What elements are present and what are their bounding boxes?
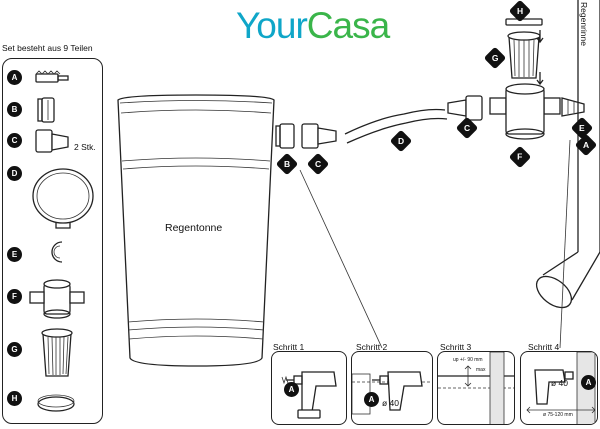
step-2-panel: A ø 40: [351, 351, 433, 425]
step-1-badge: A: [284, 382, 299, 397]
part-badge-g: G: [7, 342, 22, 357]
step-2-badge: A: [364, 392, 379, 407]
drill-icon: [281, 371, 337, 419]
hole-saw-icon: [35, 70, 69, 83]
part-badge-e: E: [7, 247, 22, 262]
step-3-panel: up +/- 90 mm max: [437, 351, 515, 425]
hose-adapter-left: [301, 123, 337, 149]
clip-icon: [51, 241, 63, 263]
part-badge-h: H: [7, 391, 22, 406]
part-badge-c: C: [7, 133, 22, 148]
parts-panel: [2, 58, 103, 424]
drill-on-barrel-icon: [352, 371, 432, 415]
parts-drawings: [29, 70, 94, 412]
step-1-title: Schritt 1: [273, 342, 305, 352]
lid-installed: [505, 18, 543, 26]
seal-ring-installed: [275, 123, 295, 149]
barrel-label: Regentonne: [165, 222, 223, 234]
hose-icon: [32, 168, 94, 229]
brand-part-your: Your: [236, 5, 307, 46]
lid-icon: [37, 394, 75, 412]
rain-barrel: [117, 94, 275, 367]
gutter-label: Regenrinne: [579, 2, 589, 46]
brand-part-casa: Casa: [307, 5, 391, 46]
step-4-diameter: ø 40: [551, 378, 569, 388]
clip-installed: [561, 97, 585, 117]
part-badge-a: A: [7, 70, 22, 85]
step-2-title: Schritt 2: [356, 342, 388, 352]
seal-ring-icon: [37, 97, 55, 123]
step-4-range-note: ø 75-120 mm: [543, 412, 573, 418]
arrow-down-icon: [536, 72, 544, 86]
hose-height-icon: [438, 352, 514, 424]
part-badge-f: F: [7, 289, 22, 304]
svg-text:YourCasa: YourCasa: [236, 5, 391, 46]
filter-basket-icon: [41, 328, 73, 377]
arrow-down-icon: [536, 30, 544, 44]
step-3-up-note: up +/- 90 mm: [453, 357, 483, 363]
hose-installed: [344, 108, 448, 144]
guide-line: [299, 169, 383, 349]
part-c-count: 2 Stk.: [74, 142, 96, 152]
step-4-title: Schritt 4: [528, 342, 560, 352]
step-4-badge: A: [581, 375, 596, 390]
hose-adapter-right: [447, 95, 483, 121]
part-badge-d: D: [7, 166, 22, 181]
part-badge-b: B: [7, 102, 22, 117]
brand-logo: YourCasa: [236, 5, 392, 46]
guide-line: [559, 139, 571, 349]
step-3-max-note: max: [476, 367, 486, 373]
step-3-title: Schritt 3: [440, 342, 472, 352]
downpipe: [535, 0, 600, 309]
filter-housing-icon: [29, 279, 85, 319]
step-2-diameter: ø 40: [382, 398, 400, 408]
hose-adapter-icon: [35, 129, 69, 153]
step-1-panel: A: [271, 351, 347, 425]
filter-basket-installed: [507, 31, 541, 79]
parts-title: Set besteht aus 9 Teilen: [2, 43, 93, 53]
filter-housing-installed: [489, 83, 561, 140]
